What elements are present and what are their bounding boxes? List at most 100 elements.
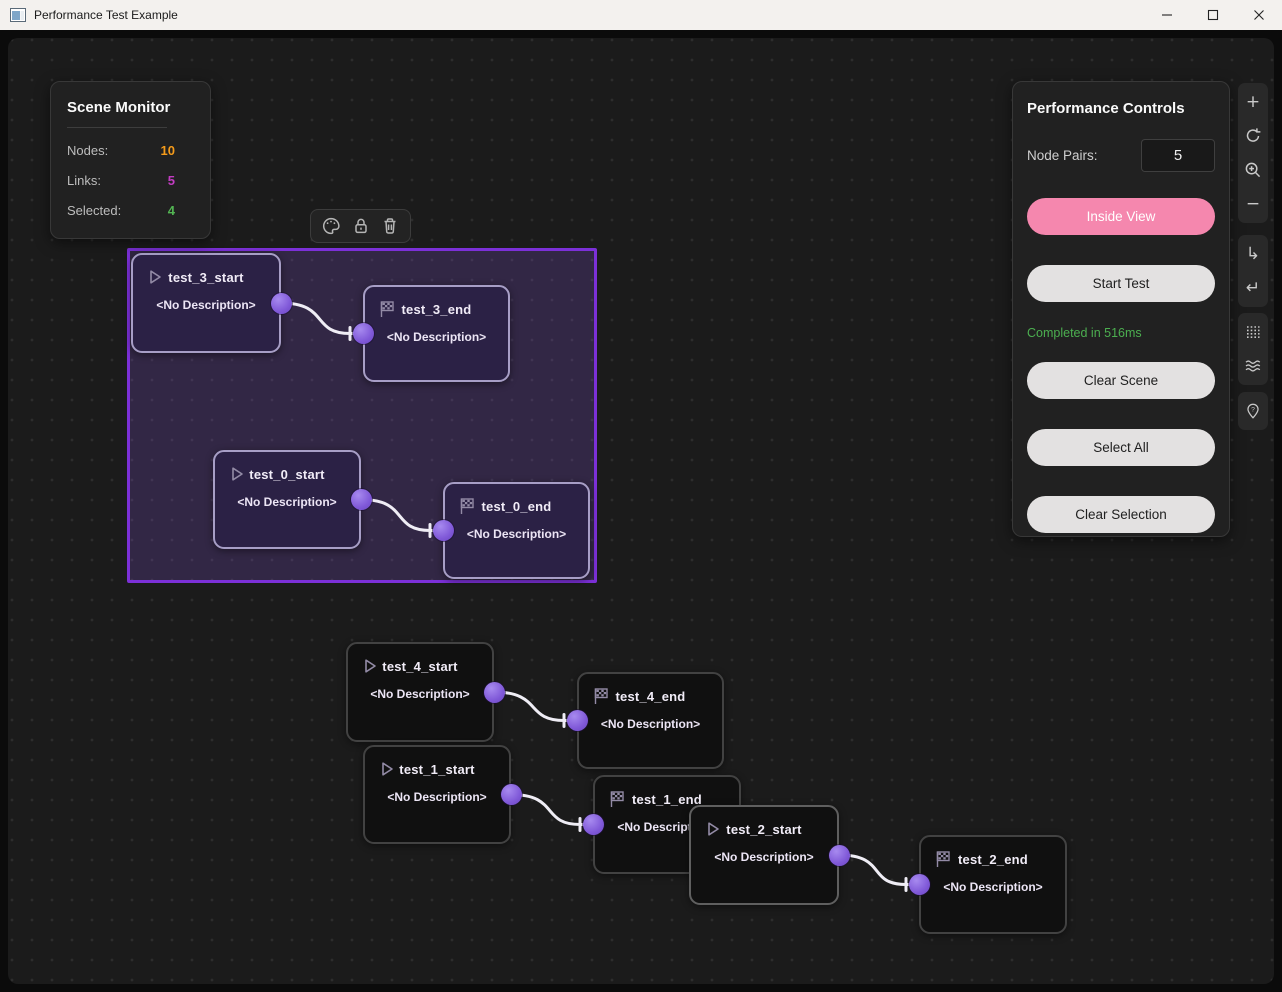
- node-pairs-input[interactable]: [1141, 139, 1215, 172]
- node-test_1_start[interactable]: test_1_start <No Description>: [363, 745, 511, 844]
- stat-value-nodes: 10: [160, 143, 175, 158]
- link-test_2_start-to-test_2_end[interactable]: [837, 853, 919, 892]
- output-port-test_4_start[interactable]: [483, 681, 505, 703]
- output-port-test_1_start[interactable]: [500, 784, 522, 805]
- node-description: <No Description>: [600, 717, 701, 731]
- node-description: <No Description>: [370, 687, 470, 701]
- arrow-branch-icon: ↳: [1245, 244, 1261, 264]
- grid-tool-group: [1238, 313, 1268, 385]
- input-port-test_0_end[interactable]: [432, 520, 454, 541]
- performance-controls-title: Performance Controls: [1027, 100, 1185, 117]
- output-port-test_0_start[interactable]: [350, 489, 372, 510]
- zoom-in-icon: [1245, 162, 1261, 178]
- trash-icon: [384, 218, 396, 234]
- arrow-return-icon: ↵: [1245, 278, 1261, 298]
- clear-scene-button[interactable]: Clear Scene: [1027, 362, 1215, 399]
- plus-icon: +: [1245, 92, 1261, 112]
- node-test_3_start[interactable]: test_3_start<No Description>: [131, 253, 281, 353]
- play-icon: [232, 467, 243, 481]
- stat-row-links: Links: 5: [67, 173, 175, 188]
- node-description: <No Description>: [237, 495, 337, 509]
- node-description: <No Description>: [943, 880, 1043, 894]
- view-tool-group: + −: [1238, 83, 1268, 223]
- node-description: <No Description>: [466, 527, 567, 541]
- trash-button[interactable]: [379, 215, 401, 237]
- play-icon: [150, 270, 161, 284]
- node-title: test_0_end: [481, 499, 552, 514]
- branch-tool-button[interactable]: ↳: [1239, 237, 1267, 271]
- node-title: test_1_end: [632, 792, 702, 807]
- select-all-button[interactable]: Select All: [1027, 429, 1215, 466]
- maximize-icon: [1207, 9, 1219, 21]
- grid-toggle-button[interactable]: [1239, 315, 1267, 349]
- node-description: <No Description>: [386, 330, 487, 344]
- stat-row-nodes: Nodes: 10: [67, 143, 175, 158]
- locate-help-button[interactable]: ?: [1239, 394, 1267, 428]
- stat-row-selected: Selected: 4: [67, 203, 175, 218]
- zoom-plus-button[interactable]: +: [1239, 85, 1267, 119]
- play-icon: [365, 659, 376, 673]
- close-button[interactable]: [1236, 0, 1282, 30]
- title-bar[interactable]: Performance Test Example: [0, 0, 1282, 30]
- node-test_4_start[interactable]: test_4_start <No Description>: [346, 642, 494, 742]
- node-test_2_end[interactable]: test_2_end <No Description>: [919, 835, 1067, 934]
- node-test_0_start[interactable]: test_0_start <No Description>: [213, 450, 361, 549]
- start-test-button[interactable]: Start Test: [1027, 265, 1215, 302]
- lock-icon: [354, 218, 367, 234]
- node-pairs-label: Node Pairs:: [1027, 148, 1098, 163]
- window-controls: [1144, 0, 1282, 30]
- lock-button[interactable]: [350, 215, 372, 237]
- node-title: test_2_start: [726, 822, 802, 837]
- stat-value-selected: 4: [167, 203, 175, 218]
- input-port-test_2_end[interactable]: [908, 874, 930, 895]
- divider: [67, 127, 167, 128]
- inside-view-button[interactable]: Inside View: [1027, 198, 1215, 235]
- waves-toggle-button[interactable]: [1239, 349, 1267, 383]
- play-icon: [382, 762, 393, 776]
- flag-icon: [936, 851, 950, 867]
- scene-monitor-panel: Scene Monitor Nodes: 10 Links: 5 Selecte…: [50, 81, 211, 239]
- scene-monitor-title: Scene Monitor: [67, 99, 171, 116]
- node-test_4_end[interactable]: test_4_end <No Description>: [577, 672, 724, 769]
- node-title: test_1_start: [399, 762, 475, 777]
- flag-icon: [594, 688, 608, 704]
- reset-rotation-button[interactable]: [1239, 119, 1267, 153]
- node-title: test_4_start: [382, 659, 458, 674]
- input-port-test_4_end[interactable]: [566, 710, 588, 731]
- node-title: test_0_start: [249, 467, 325, 482]
- palette-icon: [323, 217, 340, 235]
- app-icon: [10, 8, 26, 22]
- waves-icon: [1245, 360, 1261, 372]
- minimize-button[interactable]: [1144, 0, 1190, 30]
- clear-selection-button[interactable]: Clear Selection: [1027, 496, 1215, 533]
- stat-label: Links:: [67, 173, 101, 188]
- palette-button[interactable]: [320, 215, 342, 237]
- node-title: test_4_end: [615, 689, 686, 704]
- return-tool-button[interactable]: ↵: [1239, 271, 1267, 305]
- svg-text:?: ?: [1251, 407, 1255, 414]
- node-description: <No Description>: [714, 850, 814, 864]
- node-test_0_end[interactable]: test_0_end <No Description>: [443, 482, 590, 579]
- stat-label: Selected:: [67, 203, 122, 218]
- node-description: <No Description>: [387, 790, 487, 804]
- input-port-test_3_end[interactable]: [352, 323, 374, 344]
- flow-tool-group: ↳ ↵: [1238, 235, 1268, 307]
- play-icon: [708, 822, 719, 836]
- maximize-button[interactable]: [1190, 0, 1236, 30]
- node-title: test_2_end: [958, 852, 1028, 867]
- flag-icon: [460, 498, 474, 514]
- rotate-cw-icon: [1246, 128, 1261, 142]
- zoom-to-fit-button[interactable]: [1239, 153, 1267, 187]
- output-port-test_2_start[interactable]: [828, 844, 850, 866]
- test-status-text: Completed in 516ms: [1027, 326, 1142, 340]
- output-port-test_3_start[interactable]: [270, 292, 292, 314]
- input-port-test_1_end[interactable]: [582, 814, 604, 835]
- node-test_3_end[interactable]: test_3_end<No Description>: [363, 285, 510, 382]
- link-test_4_start-to-test_4_end[interactable]: [492, 690, 577, 728]
- node-pairs-row: Node Pairs:: [1027, 139, 1215, 172]
- pin-question-icon: ?: [1247, 403, 1259, 419]
- node-test_2_start[interactable]: test_2_start <No Description>: [689, 805, 839, 905]
- link-test_1_start-to-test_1_end[interactable]: [509, 793, 593, 832]
- zoom-minus-button[interactable]: −: [1239, 187, 1267, 221]
